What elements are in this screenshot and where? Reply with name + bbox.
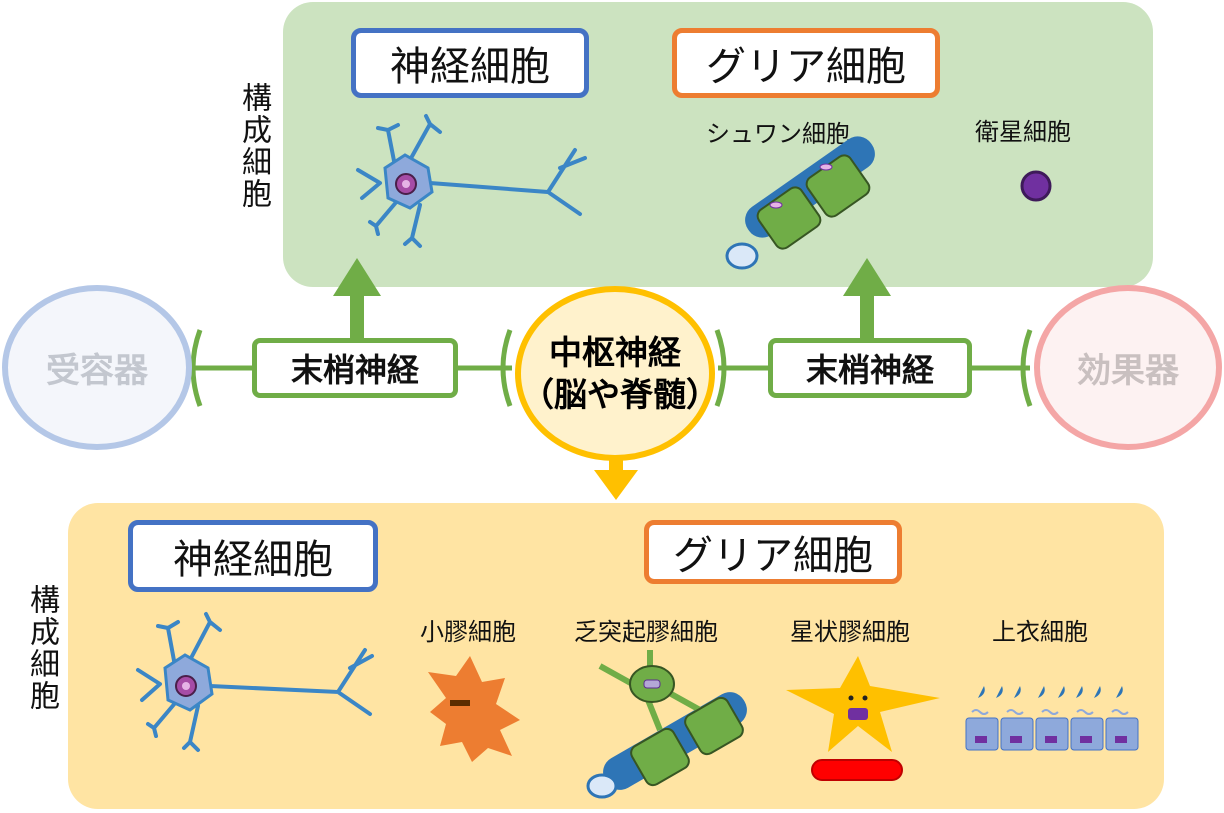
neuron-icon — [136, 612, 374, 752]
arrow-up-icon — [843, 258, 891, 338]
cns-constituent-cells-label: 構成細胞 — [24, 584, 59, 712]
schwann-cell-label: シュワン細胞 — [706, 120, 850, 148]
cns-glia-box: グリア細胞 — [644, 520, 902, 584]
right-peripheral-nerve-box: 末梢神経 — [768, 338, 972, 398]
microglia-label: 小膠細胞 — [420, 618, 516, 646]
cns-title: 中枢神経 — [549, 332, 681, 372]
effector-circle: 効果器 — [1034, 285, 1222, 450]
nerve-connector-lines — [190, 329, 1033, 407]
arrow-down-icon — [594, 458, 638, 500]
oligodendrocyte-label: 乏突起膠細胞 — [574, 618, 718, 646]
astrocyte-icon — [786, 656, 940, 781]
arrow-up-icon — [333, 258, 381, 338]
cns-circle: 中枢神経 （脳や脊髄） — [515, 286, 719, 461]
pns-glia-box: グリア細胞 — [672, 28, 940, 98]
microglia-icon — [428, 656, 520, 762]
cns-neuron-box: 神経細胞 — [128, 520, 378, 592]
oligodendrocyte-icon — [586, 650, 747, 799]
receptor-circle: 受容器 — [2, 285, 192, 450]
satellite-cell-icon — [1020, 170, 1052, 202]
pns-constituent-cells-label: 構成細胞 — [236, 82, 271, 210]
ependymal-cell-label: 上衣細胞 — [992, 618, 1088, 646]
neuron-icon — [356, 114, 587, 248]
satellite-cell-label: 衛星細胞 — [975, 118, 1071, 146]
ependymal-cell-icon — [965, 686, 1139, 751]
schwann-cell-icon — [725, 136, 875, 270]
astrocyte-label: 星状膠細胞 — [790, 618, 910, 646]
left-peripheral-nerve-box: 末梢神経 — [252, 338, 458, 398]
pns-neuron-box: 神経細胞 — [351, 28, 589, 98]
cns-subtitle: （脳や脊髄） — [521, 374, 719, 414]
